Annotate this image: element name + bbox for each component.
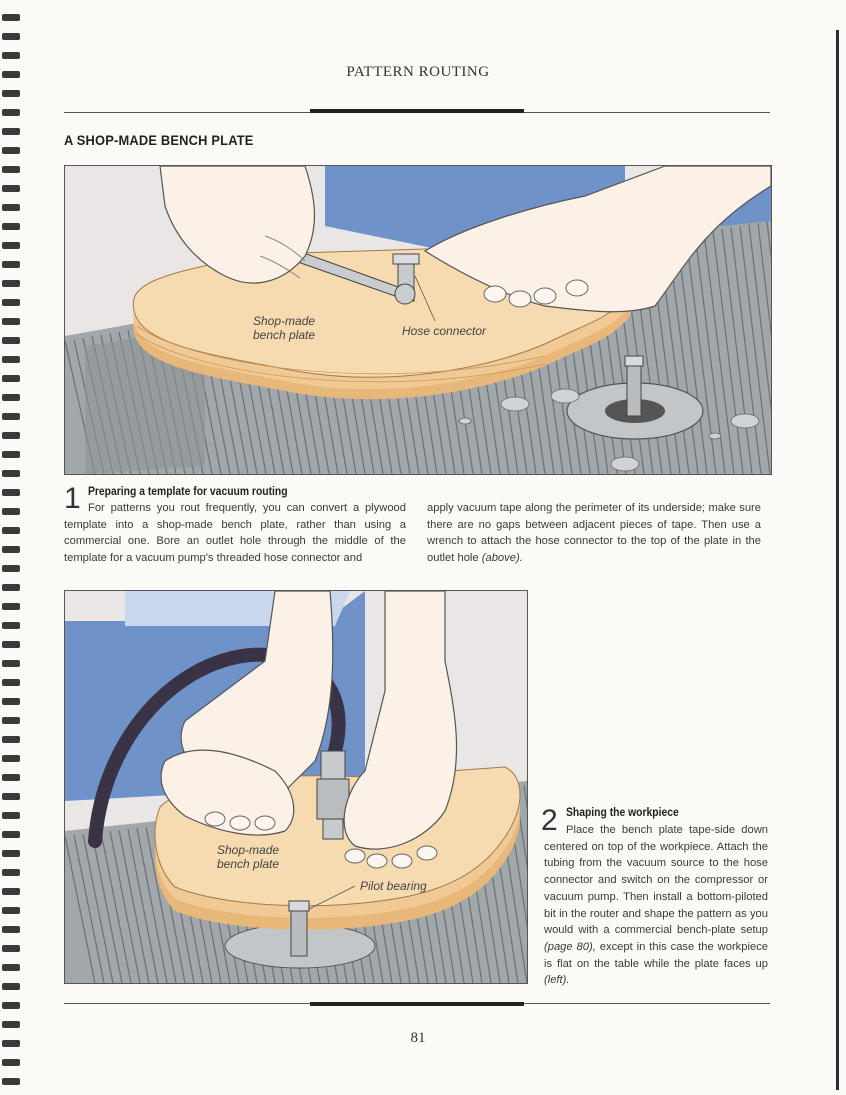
step1-text-col2: apply vacuum tape along the perimeter of… xyxy=(427,500,761,566)
binding-ring xyxy=(2,223,20,230)
binding-ring xyxy=(2,1040,20,1047)
binding-ring xyxy=(2,242,20,249)
binding-ring xyxy=(2,679,20,686)
binding-ring xyxy=(2,603,20,610)
binding-ring xyxy=(2,527,20,534)
step-number: 1 xyxy=(64,482,81,515)
binding-ring xyxy=(2,90,20,97)
binding-ring xyxy=(2,166,20,173)
binding-ring xyxy=(2,1078,20,1085)
spiral-binding xyxy=(0,0,22,1095)
callout-hose-connector: Hose connector xyxy=(402,324,487,338)
binding-ring xyxy=(2,451,20,458)
callout-bench-plate: Shop-made bench plate xyxy=(253,314,315,342)
binding-ring xyxy=(2,1059,20,1066)
page-number: 81 xyxy=(410,1030,426,1046)
binding-ring xyxy=(2,717,20,724)
binding-ring xyxy=(2,584,20,591)
binding-ring xyxy=(2,698,20,705)
binding-ring xyxy=(2,546,20,553)
page-ref: (page 80), xyxy=(544,940,596,953)
figure-ref: (left). xyxy=(544,974,570,987)
callout-pilot-bearing: Pilot bearing xyxy=(360,879,427,893)
illustration-1 xyxy=(65,166,771,474)
step1-text: apply vacuum tape along the perimeter of… xyxy=(427,502,761,564)
binding-ring xyxy=(2,945,20,952)
callout-bench-plate: Shop-made bench plate xyxy=(217,843,279,871)
binding-ring xyxy=(2,109,20,116)
page-edge xyxy=(836,30,839,1090)
binding-ring xyxy=(2,983,20,990)
binding-ring xyxy=(2,964,20,971)
binding-ring xyxy=(2,907,20,914)
binding-ring xyxy=(2,204,20,211)
callout-line: bench plate xyxy=(217,857,280,871)
binding-ring xyxy=(2,280,20,287)
binding-ring xyxy=(2,489,20,496)
binding-ring xyxy=(2,736,20,743)
binding-ring xyxy=(2,793,20,800)
binding-ring xyxy=(2,261,20,268)
step-number: 2 xyxy=(541,804,558,837)
section-title: A SHOP-MADE BENCH PLATE xyxy=(64,132,254,148)
binding-ring xyxy=(2,375,20,382)
binding-ring xyxy=(2,147,20,154)
footer-rule-bar xyxy=(310,1002,524,1006)
binding-ring xyxy=(2,755,20,762)
step2-text-a: Place the bench plate tape-side down cen… xyxy=(544,824,768,937)
binding-ring xyxy=(2,432,20,439)
binding-ring xyxy=(2,812,20,819)
callout-line: Shop-made xyxy=(217,843,280,857)
binding-ring xyxy=(2,508,20,515)
binding-ring xyxy=(2,14,20,21)
binding-ring xyxy=(2,394,20,401)
binding-ring xyxy=(2,318,20,325)
binding-ring xyxy=(2,356,20,363)
binding-ring xyxy=(2,52,20,59)
running-head: PATTERN ROUTING xyxy=(346,64,490,80)
binding-ring xyxy=(2,1002,20,1009)
binding-ring xyxy=(2,71,20,78)
callout-line: bench plate xyxy=(253,328,316,342)
binding-ring xyxy=(2,641,20,648)
step2-text-b: except in this case the workpiece is fla… xyxy=(544,940,769,970)
binding-ring xyxy=(2,299,20,306)
binding-ring xyxy=(2,413,20,420)
header-rule-bar xyxy=(310,109,524,113)
binding-ring xyxy=(2,185,20,192)
binding-ring xyxy=(2,565,20,572)
figure-bench-plate-wrench: Shop-made bench plate Hose connector xyxy=(64,165,772,475)
binding-ring xyxy=(2,470,20,477)
binding-ring xyxy=(2,33,20,40)
binding-ring xyxy=(2,1021,20,1028)
binding-ring xyxy=(2,128,20,135)
figure-ref: (above). xyxy=(481,551,523,564)
step2-text: Place the bench plate tape-side down cen… xyxy=(544,822,768,989)
binding-ring xyxy=(2,850,20,857)
figure-shaping-workpiece: Shop-made bench plate Pilot bearing xyxy=(64,590,528,984)
binding-ring xyxy=(2,869,20,876)
illustration-2 xyxy=(65,591,527,983)
binding-ring xyxy=(2,337,20,344)
callout-line: Shop-made xyxy=(253,314,316,328)
step1-text-col1: For patterns you rout frequently, you ca… xyxy=(64,502,406,564)
binding-ring xyxy=(2,888,20,895)
binding-ring xyxy=(2,831,20,838)
step-title: Preparing a template for vacuum routing xyxy=(88,486,288,498)
binding-ring xyxy=(2,660,20,667)
binding-ring xyxy=(2,622,20,629)
binding-ring xyxy=(2,926,20,933)
step-title: Shaping the workpiece xyxy=(566,807,679,819)
binding-ring xyxy=(2,774,20,781)
